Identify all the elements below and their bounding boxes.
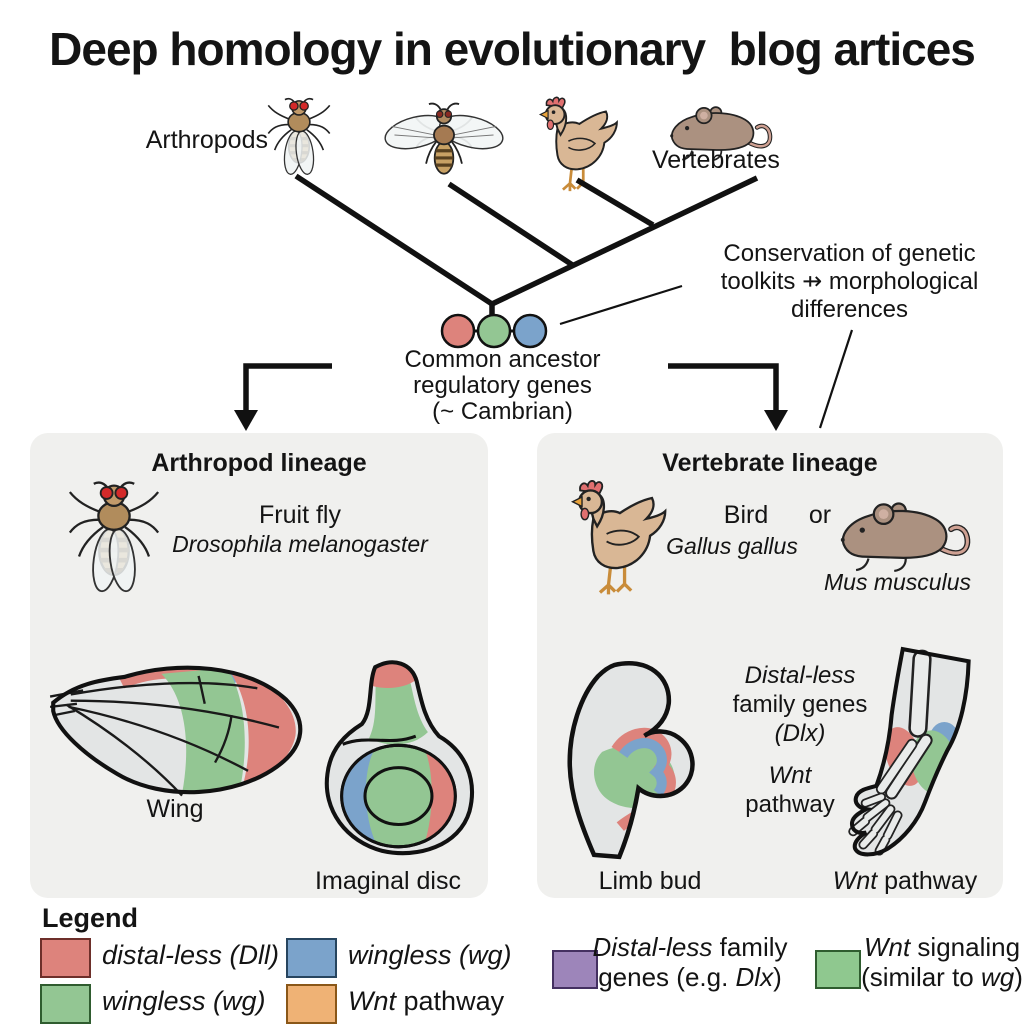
gallus-species-label: Gallus gallus xyxy=(666,533,798,559)
limb-bud-label: Limb bud xyxy=(598,867,702,895)
arthropods-label: Arthropods xyxy=(145,126,268,154)
limb-bud-illustration xyxy=(567,661,695,860)
wnt-annotation: Wnt pathway xyxy=(745,762,835,818)
fruit-fly-label: Fruit fly xyxy=(259,501,341,529)
legend-label-wnt-pathway: Wnt pathway xyxy=(348,986,505,1016)
legend-swatch-distal-less xyxy=(40,938,91,978)
conservation-note: Conservation of genetic toolkits ⇸ morph… xyxy=(720,240,979,323)
limb-skeleton-illustration xyxy=(848,646,971,857)
mus-species-label: Mus musculus xyxy=(824,569,971,595)
legend-swatch-dlx-family xyxy=(552,950,598,989)
legend-label-wingless-green: wingless (wg) xyxy=(102,986,266,1016)
imaginal-disc-label: Imaginal disc xyxy=(315,867,461,895)
legend-swatch-wnt-pathway xyxy=(286,984,337,1024)
legend-label-wingless-blue: wingless (wg) xyxy=(348,940,512,970)
arthropod-panel-title: Arthropod lineage xyxy=(151,449,367,477)
legend-swatch-wnt-signaling xyxy=(815,950,861,989)
page-title: Deep homology in evolutionary blog artic… xyxy=(49,23,976,75)
legend-swatch-wingless-green xyxy=(40,984,91,1024)
drosophila-species-label: Drosophila melanogaster xyxy=(172,531,428,557)
mouse-icon xyxy=(833,491,975,579)
gene-dots xyxy=(440,313,548,349)
vertebrate-lineage-panel: Vertebrate lineage Bird or Gallus gallus… xyxy=(537,433,1003,898)
dlx-annotation: Distal-less family genes (Dlx) xyxy=(732,662,868,747)
arthropod-lineage-panel: Arthropod lineage Fruit fly Drosophila m… xyxy=(30,433,488,898)
fruit-fly-icon xyxy=(267,96,331,180)
legend-title: Legend xyxy=(42,903,139,933)
wnt-pathway-label: Wnt pathway xyxy=(832,867,978,895)
legend-label-distal-less: distal-less (Dll) xyxy=(102,940,280,970)
bird-label: Bird xyxy=(723,501,769,529)
imaginal-disc-illustration xyxy=(324,660,475,856)
wing-illustration xyxy=(49,665,303,797)
vertebrate-panel-title: Vertebrate lineage xyxy=(662,449,878,477)
legend-swatch-wingless-blue xyxy=(286,938,337,978)
chicken-icon xyxy=(534,94,620,200)
or-label: or xyxy=(808,501,832,529)
legend-label-dlx-family: Distal-less family genes (e.g. Dlx) xyxy=(592,932,788,992)
vertebrates-label: Vertebrates xyxy=(652,146,780,174)
legend-label-wnt-signaling: Wnt signaling (similar to wg) xyxy=(861,932,1023,992)
common-ancestor-note: Common ancestor regulatory genes (~ Camb… xyxy=(404,346,601,425)
winged-fly-icon xyxy=(383,100,505,180)
wing-label: Wing xyxy=(146,795,204,823)
